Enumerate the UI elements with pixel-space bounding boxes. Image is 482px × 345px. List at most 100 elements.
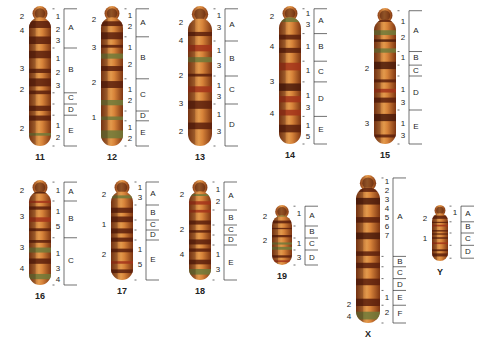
band-number: 1: [385, 178, 389, 186]
band-number: 1: [217, 82, 221, 90]
region-tick: [64, 285, 77, 286]
band-tick: [398, 51, 400, 52]
region-letter: A: [318, 17, 323, 25]
band-tick: [125, 8, 127, 9]
band-tick: [213, 235, 215, 236]
band-tick: [398, 10, 400, 11]
band-tick: [294, 226, 296, 227]
band-tick: [382, 323, 384, 324]
region-letter: C: [68, 257, 74, 265]
region-letter: D: [228, 236, 234, 244]
region-letter: D: [150, 231, 156, 239]
region-tick: [314, 81, 327, 82]
band-group: [279, 17, 301, 144]
region-tick: [461, 245, 474, 246]
region-letter: E: [68, 127, 73, 135]
band-tick: [303, 8, 305, 9]
band-number: 2: [56, 26, 60, 34]
body-shade: [29, 191, 36, 285]
region-letter: B: [150, 209, 155, 217]
band-tick: [382, 278, 384, 279]
band-number: 1: [453, 209, 457, 217]
band-tick: [53, 48, 55, 49]
region-tick: [409, 76, 422, 77]
band-number: 2: [20, 86, 24, 94]
band-tick: [214, 104, 216, 105]
band-number: 1: [56, 187, 60, 195]
region-tick: [393, 305, 406, 306]
band-number: 5: [138, 261, 142, 269]
bracket-line: [461, 206, 462, 258]
chromosome-band: [374, 19, 396, 22]
chromosome-band: [188, 18, 212, 19]
bracket-line: [393, 178, 394, 323]
band-number: 3: [20, 244, 24, 252]
band-tick: [214, 146, 216, 147]
region-letter: A: [465, 210, 470, 218]
band-tick: [213, 225, 215, 226]
band-number: 1: [385, 294, 389, 302]
band-number: 3: [306, 104, 310, 112]
band-tick: [213, 245, 215, 246]
centromere-dot: [362, 177, 373, 188]
band-number: 4: [385, 205, 389, 213]
band-number: 1: [56, 122, 60, 130]
band-number: 5: [56, 223, 60, 231]
region-tick: [314, 8, 327, 9]
band-number: 3: [179, 100, 183, 108]
chromosome-body: [101, 17, 123, 146]
band-tick: [450, 258, 452, 259]
band-tick: [398, 144, 400, 145]
band-number: 2: [179, 72, 183, 80]
band-tick: [135, 280, 137, 281]
band-tick: [53, 8, 55, 9]
body-shade: [111, 191, 118, 280]
band-tick: [303, 81, 305, 82]
band-number: 2: [56, 134, 60, 142]
band-number: 2: [128, 23, 132, 31]
band-number: 1: [306, 67, 310, 75]
chromosome-body: [279, 17, 301, 144]
band-number: 2: [128, 135, 132, 143]
chromosome: [356, 175, 406, 323]
region-tick: [409, 51, 422, 52]
bracket-line: [64, 9, 65, 146]
bracket-line: [146, 182, 147, 280]
chromosome: [29, 6, 77, 146]
band-tick: [398, 76, 400, 77]
chromosome-band: [272, 215, 292, 216]
band-number: 2: [263, 213, 267, 221]
chromosome-number: 13: [195, 153, 205, 162]
band-number: 2: [20, 125, 24, 133]
bracket-line: [409, 11, 410, 144]
centromere-dot: [277, 207, 287, 217]
region-letter: E: [318, 126, 323, 134]
region-letter: B: [68, 215, 73, 223]
region-tick: [225, 104, 238, 105]
band-number: 1: [138, 184, 142, 192]
band-tick: [125, 120, 127, 121]
region-letter: B: [229, 55, 234, 63]
region-letter: B: [397, 258, 402, 266]
band-tick: [53, 92, 55, 93]
chromosome-band: [29, 191, 51, 193]
centromere-dot: [117, 182, 127, 192]
band-number: 4: [270, 43, 274, 51]
band-number: 1: [128, 12, 132, 20]
region-tick: [393, 278, 406, 279]
band-tick: [303, 144, 305, 145]
region-tick: [305, 206, 318, 207]
band-number: 1: [423, 235, 427, 243]
band-tick: [53, 237, 55, 238]
chromosome: [188, 6, 238, 146]
region-letter: B: [465, 223, 470, 231]
region-letter: A: [68, 24, 73, 32]
band-tick: [294, 238, 296, 239]
region-letter: B: [309, 228, 314, 236]
region-letter: E: [413, 123, 418, 131]
band-number: 1: [401, 54, 405, 62]
bracket-line: [305, 206, 306, 265]
band-group: [188, 18, 212, 146]
chromosome: [374, 8, 422, 144]
